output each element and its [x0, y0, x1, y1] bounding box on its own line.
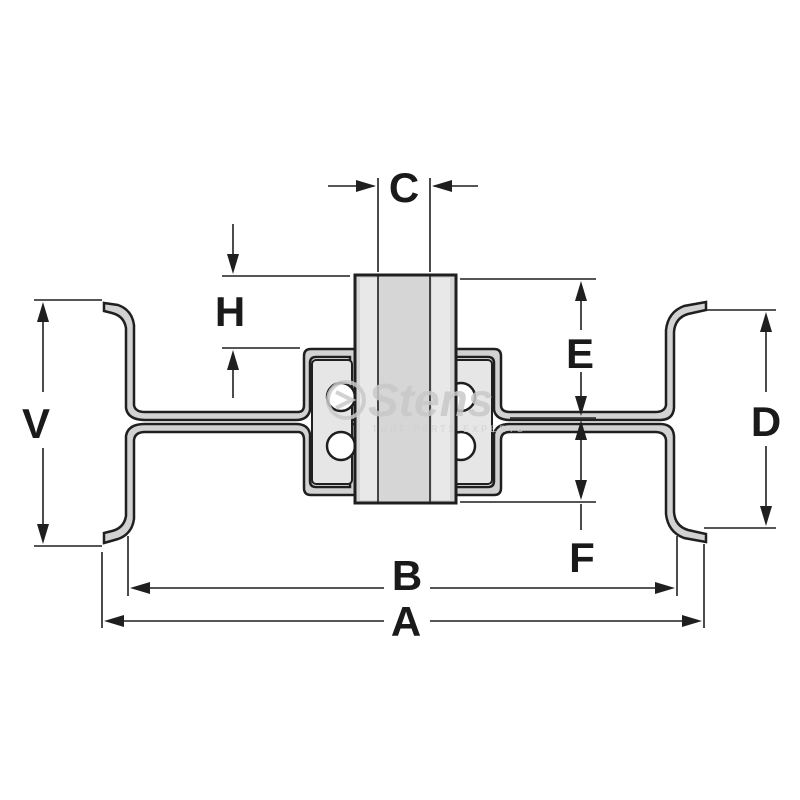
arrowhead-v-top — [37, 302, 49, 322]
dimension-f: F — [460, 420, 596, 581]
arrowhead-b-left — [130, 582, 150, 594]
hub-bore-right-wall — [432, 278, 450, 500]
label-d: D — [751, 398, 781, 445]
label-a: A — [391, 598, 421, 645]
arrowhead-v-bottom — [37, 524, 49, 544]
arrowhead-a-left — [104, 615, 124, 627]
label-c: C — [389, 164, 419, 211]
watermark-logo-icon — [326, 380, 366, 420]
label-h: H — [215, 288, 245, 335]
label-v: V — [22, 400, 50, 447]
dimension-d: D — [704, 309, 781, 529]
dimension-e: E — [460, 278, 596, 419]
watermark-brand: Stens — [368, 374, 493, 426]
dimension-h: H — [215, 224, 350, 398]
stens-watermark: Stens TURF PARTS EXPERTS — [326, 374, 526, 434]
dimension-c: C — [328, 164, 478, 272]
label-e: E — [566, 330, 594, 377]
bearing-ball-lower-left — [325, 430, 357, 462]
arrowhead-e-top — [575, 281, 587, 301]
arrowhead-c-left — [356, 180, 376, 192]
dimension-a: A — [101, 544, 705, 645]
label-f: F — [569, 534, 595, 581]
dimension-b: B — [127, 536, 678, 599]
arrowhead-d-top — [760, 312, 772, 332]
arrowhead-h-top — [227, 254, 239, 274]
arrowhead-d-bottom — [760, 506, 772, 526]
arrowhead-b-right — [655, 582, 675, 594]
arrowhead-h-bottom — [227, 350, 239, 370]
arrowhead-a-right — [682, 615, 702, 627]
watermark-arrow-icon — [335, 390, 357, 410]
arrowhead-f-bottom — [575, 480, 587, 500]
dimension-v: V — [22, 299, 102, 547]
label-b: B — [392, 552, 422, 599]
bearing-cavity-left — [311, 359, 353, 485]
arrowhead-e-bottom — [575, 396, 587, 416]
watermark-tagline: TURF PARTS EXPERTS — [372, 424, 526, 434]
arrowhead-f-top — [575, 420, 587, 440]
hub-bore-left-wall — [360, 278, 378, 500]
arrowhead-c-right — [432, 180, 452, 192]
hub-sleeve — [353, 273, 458, 505]
rim-lower-half — [102, 422, 708, 545]
